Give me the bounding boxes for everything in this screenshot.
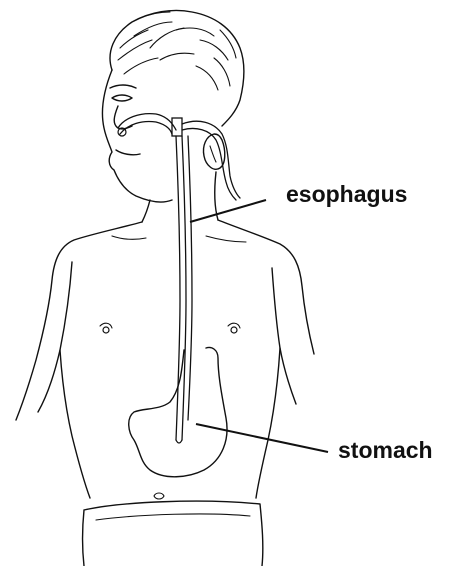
esophagus-label: esophagus	[286, 181, 407, 207]
stomach-organ	[129, 347, 227, 476]
navel	[154, 493, 164, 499]
torso-right-side	[256, 348, 280, 498]
right-arm-inner	[272, 268, 296, 404]
head	[102, 10, 243, 202]
ear	[203, 134, 224, 169]
stomach-label: stomach	[338, 437, 433, 463]
stomach-leader-line	[196, 424, 328, 452]
eye	[112, 95, 132, 101]
torso-left-side	[60, 350, 90, 498]
torso	[16, 172, 314, 566]
face-outline	[102, 70, 172, 202]
esophagus-leader-line	[190, 200, 266, 222]
waistband	[83, 501, 263, 566]
tube-external	[182, 121, 240, 198]
nipple-left	[100, 323, 112, 333]
neck-left	[142, 200, 150, 222]
neck-right	[215, 172, 218, 220]
eyebrow	[110, 85, 136, 88]
nose	[114, 106, 132, 129]
nipple-right	[228, 323, 240, 333]
hair-strands	[118, 12, 236, 90]
left-arm-inner	[38, 262, 72, 412]
tube-esophageal	[176, 136, 180, 440]
tube-clip	[172, 118, 182, 136]
mouth	[116, 150, 140, 155]
body-outline	[16, 220, 314, 420]
